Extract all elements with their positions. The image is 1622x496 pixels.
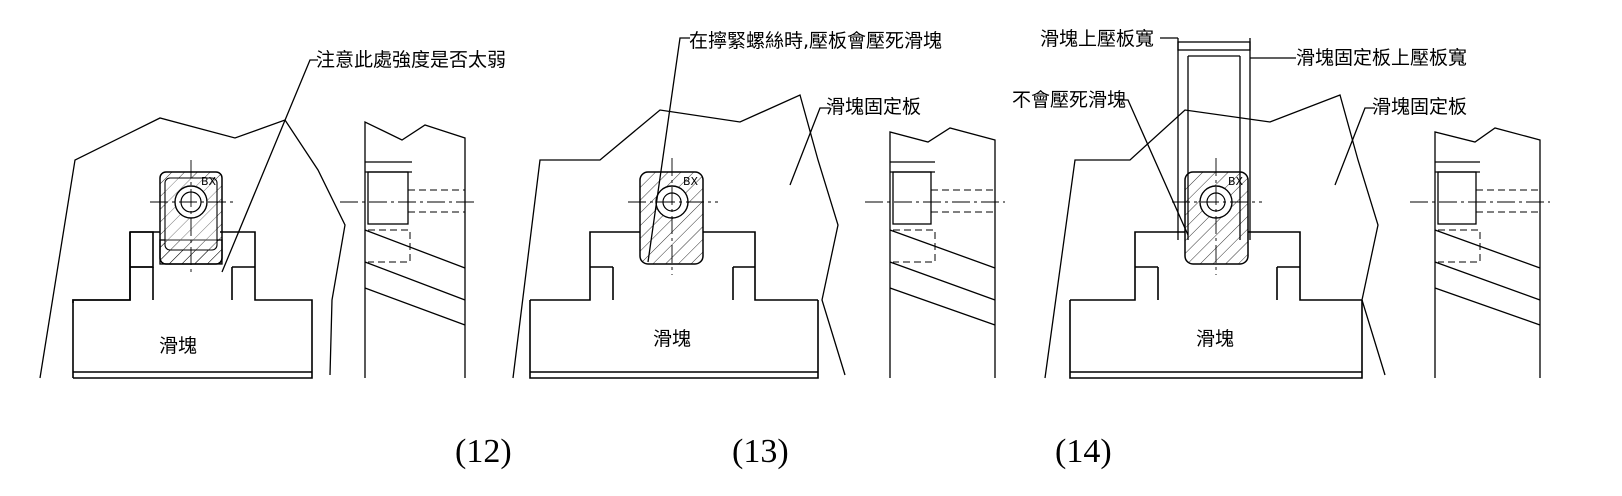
note-leader [647, 37, 690, 263]
no-crush-leader [1120, 99, 1189, 236]
plate-leader [1334, 107, 1375, 186]
bx-label: BX [1228, 175, 1244, 188]
figure-13: 滑塊 BX 在擰緊螺絲時,壓板會壓死滑塊 滑塊固定板 [512, 30, 1005, 379]
slider-label: 滑塊 [1196, 328, 1234, 350]
plate-breakout-outline [512, 94, 846, 379]
figure-14: 滑塊 BX 滑塊上壓板寬 滑塊固定板上壓板寬 不會壓死滑塊 滑塊固定板 [1012, 28, 1550, 379]
caption-12: (12) [455, 433, 512, 470]
caption-14: (14) [1055, 433, 1112, 470]
plate-leader [789, 107, 830, 186]
slider-label: 滑塊 [653, 328, 691, 350]
slider-label: 滑塊 [159, 335, 197, 357]
caption-13: (13) [732, 433, 789, 470]
plate-width-label: 滑塊固定板上壓板寬 [1296, 47, 1467, 69]
note-label: 在擰緊螺絲時,壓板會壓死滑塊 [689, 30, 942, 52]
figure-12: 滑塊 BX 注意此處強度是否太弱 [39, 49, 506, 379]
no-crush-label: 不會壓死滑塊 [1012, 89, 1126, 111]
note-leader [221, 59, 318, 273]
note-label: 注意此處強度是否太弱 [316, 49, 506, 71]
top-width-dimension [1177, 41, 1251, 51]
plate-label: 滑塊固定板 [826, 96, 921, 118]
side-view-13 [865, 127, 1005, 378]
plate-breakout-outline [1044, 94, 1386, 379]
top-width-label: 滑塊上壓板寬 [1040, 28, 1154, 50]
side-view-14 [1410, 127, 1550, 378]
bx-label: BX [201, 175, 217, 188]
plate-label: 滑塊固定板 [1372, 96, 1467, 118]
side-view-12 [340, 120, 475, 378]
bx-label: BX [683, 175, 699, 188]
